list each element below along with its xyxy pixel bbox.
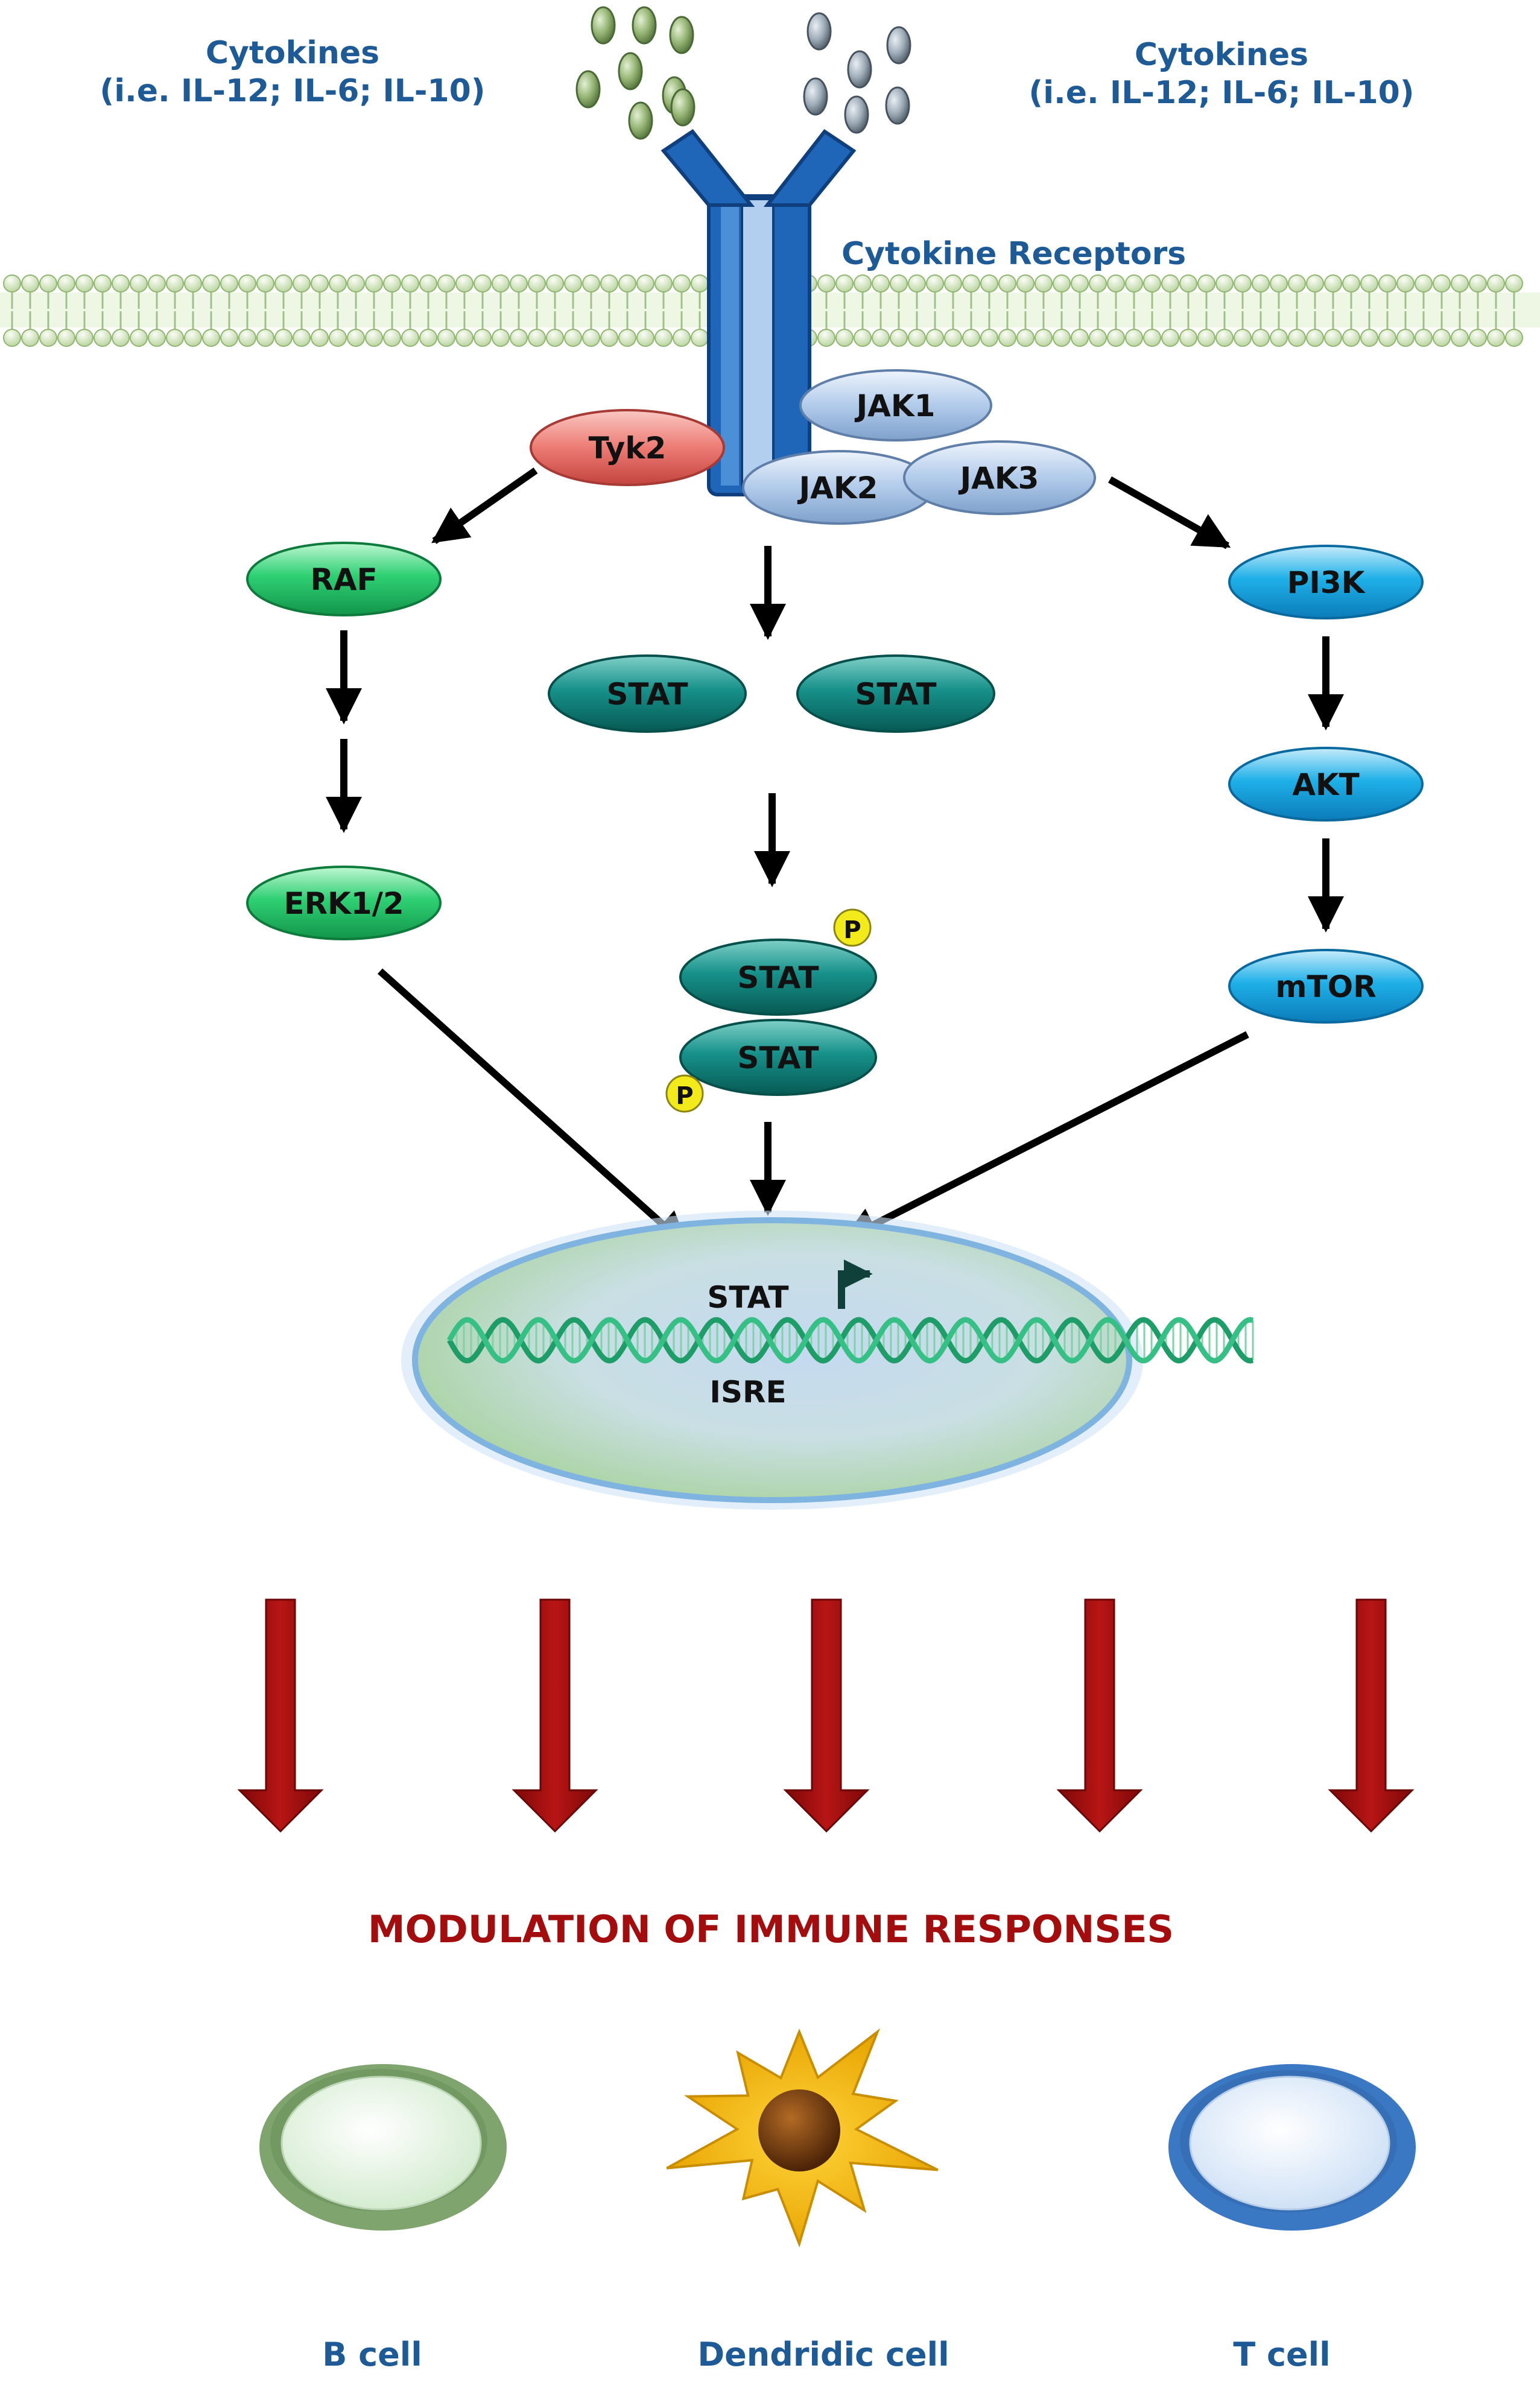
cytokine-molecule (591, 6, 616, 45)
cytokine-receptors-label: Cytokine Receptors (841, 236, 1186, 272)
cytokines-examples-left: (i.e. IL-12; IL-6; IL-10) (100, 73, 485, 109)
cytokine-receptor (661, 128, 857, 496)
svg-text:STAT: STAT (606, 677, 688, 712)
cytokine-molecule (886, 26, 911, 65)
svg-text:STAT: STAT (737, 960, 819, 995)
svg-text:ERK1/2: ERK1/2 (284, 886, 404, 921)
cytokine-molecule (844, 95, 869, 134)
arrow-tyk2-to-raf (431, 467, 538, 544)
arrow-erk-to-nucleus (377, 968, 689, 1249)
cytokine-molecules-left (575, 6, 696, 140)
svg-text:RAF: RAF (310, 562, 377, 597)
red-arrow (783, 1598, 870, 1833)
jak3-node: JAK3 (903, 440, 1096, 515)
dendritic-cell-illustration (666, 2028, 939, 2248)
svg-text:mTOR: mTOR (1275, 969, 1376, 1004)
raf-node: RAF (246, 542, 442, 616)
cytokine-molecule (847, 50, 872, 89)
cytokine-molecule (885, 86, 910, 125)
dna-helix (447, 1317, 1254, 1364)
stat-dimer-top: STAT (679, 939, 877, 1016)
svg-text:STAT: STAT (737, 1040, 819, 1075)
svg-text:AKT: AKT (1292, 767, 1360, 802)
cytokine-molecule (575, 70, 601, 109)
jak2-node: JAK2 (742, 450, 935, 525)
modulation-label: MODULATION OF IMMUNE RESPONSES (368, 1907, 1174, 1951)
cytokines-examples-right: (i.e. IL-12; IL-6; IL-10) (1028, 75, 1414, 111)
jak1-node: JAK1 (799, 369, 992, 442)
nucleus-stat-label: STAT (707, 1280, 788, 1315)
cytokines-label-left: Cytokines (206, 35, 379, 71)
stat-dimer-bottom: STAT (679, 1019, 877, 1096)
svg-text:JAK1: JAK1 (855, 388, 936, 423)
svg-text:PI3K: PI3K (1287, 565, 1366, 600)
transcription-start-icon (838, 1259, 873, 1309)
svg-text:JAK3: JAK3 (959, 461, 1039, 496)
red-arrow (237, 1598, 324, 1833)
b-cell-illustration (259, 2064, 507, 2231)
svg-text:P: P (676, 1082, 693, 1110)
arrow-jak3-to-pi3k (1108, 476, 1231, 549)
dendritic-cell-label: Dendridic cell (697, 2336, 949, 2374)
svg-text:JAK2: JAK2 (797, 470, 878, 505)
mtor-node: mTOR (1228, 949, 1424, 1024)
red-arrow (1056, 1598, 1143, 1833)
cytokine-molecule (632, 6, 657, 45)
stat-node-left: STAT (548, 654, 747, 733)
red-arrow (1328, 1598, 1415, 1833)
svg-text:P: P (843, 916, 861, 944)
cytokine-molecule (803, 77, 828, 116)
tyk2-node: Tyk2 (530, 409, 725, 486)
t-cell-label: T cell (1233, 2336, 1330, 2374)
phospho-marker-bottom: P (665, 1074, 704, 1113)
cytokine-molecule (670, 88, 696, 127)
arrow-mtor-to-nucleus (841, 1031, 1249, 1243)
b-cell-label: B cell (322, 2336, 422, 2374)
nucleus (401, 1211, 1143, 1510)
erk-node: ERK1/2 (246, 866, 442, 940)
pi3k-node: PI3K (1228, 545, 1424, 619)
red-arrow (512, 1598, 598, 1833)
t-cell-illustration (1168, 2064, 1416, 2231)
nucleus-isre-label: ISRE (709, 1375, 786, 1410)
phospho-marker-top: P (833, 908, 872, 947)
cytokine-molecule (628, 101, 653, 140)
pathway-arrows (326, 467, 1344, 1249)
cytokine-molecules-right (803, 12, 911, 134)
akt-node: AKT (1228, 747, 1424, 822)
svg-text:STAT: STAT (855, 677, 936, 712)
svg-text:Tyk2: Tyk2 (589, 431, 667, 466)
cytokine-molecule (806, 12, 832, 51)
cytokines-label-right: Cytokines (1135, 37, 1308, 73)
red-arrows (237, 1598, 1415, 1833)
cytokine-molecule (669, 16, 694, 54)
stat-node-right: STAT (796, 654, 995, 733)
cytokine-molecule (618, 52, 643, 90)
